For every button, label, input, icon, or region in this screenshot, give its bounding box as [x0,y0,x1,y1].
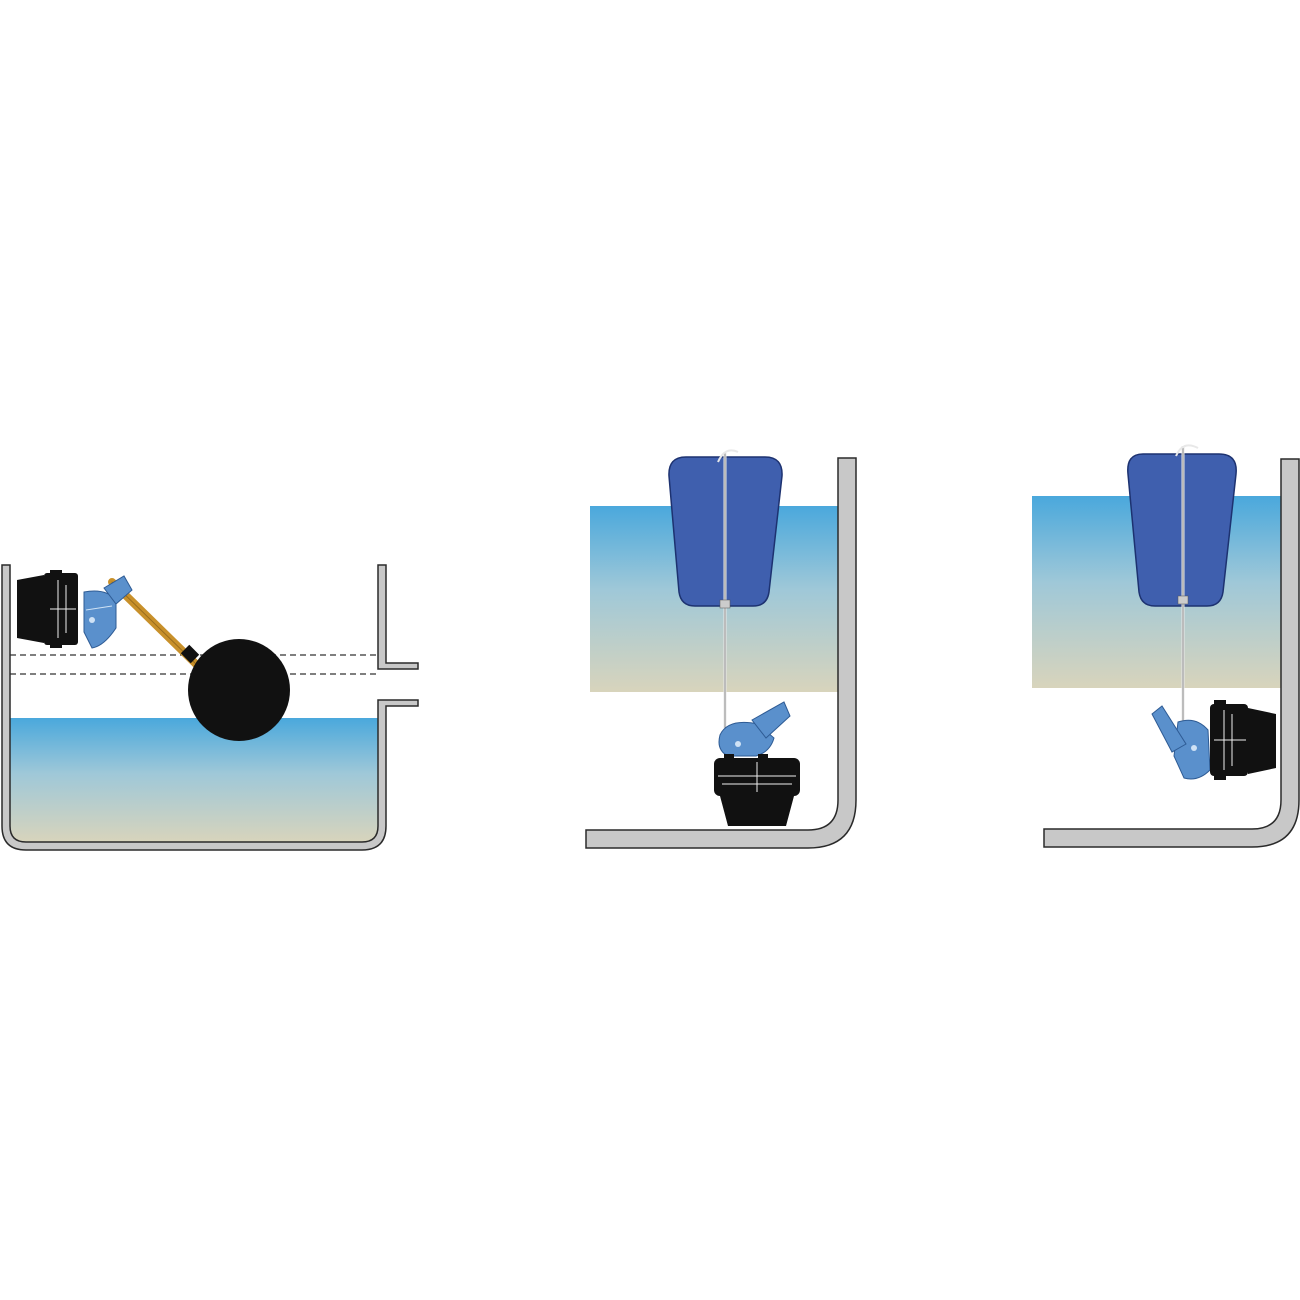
valve-body-horizontal [17,570,78,648]
valve-body-vertical-2 [714,754,800,826]
valve-lever-2 [718,701,791,757]
ball-float [188,639,290,741]
tank-wall [1,564,419,851]
float-hook-2 [717,449,739,463]
panel-ball-float-tank [1,564,419,851]
ball-float-neck [180,644,200,664]
valve-lever-3 [1151,705,1211,780]
panel-vertical-float-side [1032,444,1300,848]
tank-wall-2 [585,457,857,849]
tank-water [10,718,378,842]
float-hook-3 [1175,444,1199,457]
tank-wall-upper-right [377,564,419,670]
tank-wall-3 [1043,458,1300,848]
valve-lever-horizontal [83,575,133,649]
panel-vertical-float-bottom [585,449,857,849]
valve-body-horizontal-3 [1210,700,1276,780]
